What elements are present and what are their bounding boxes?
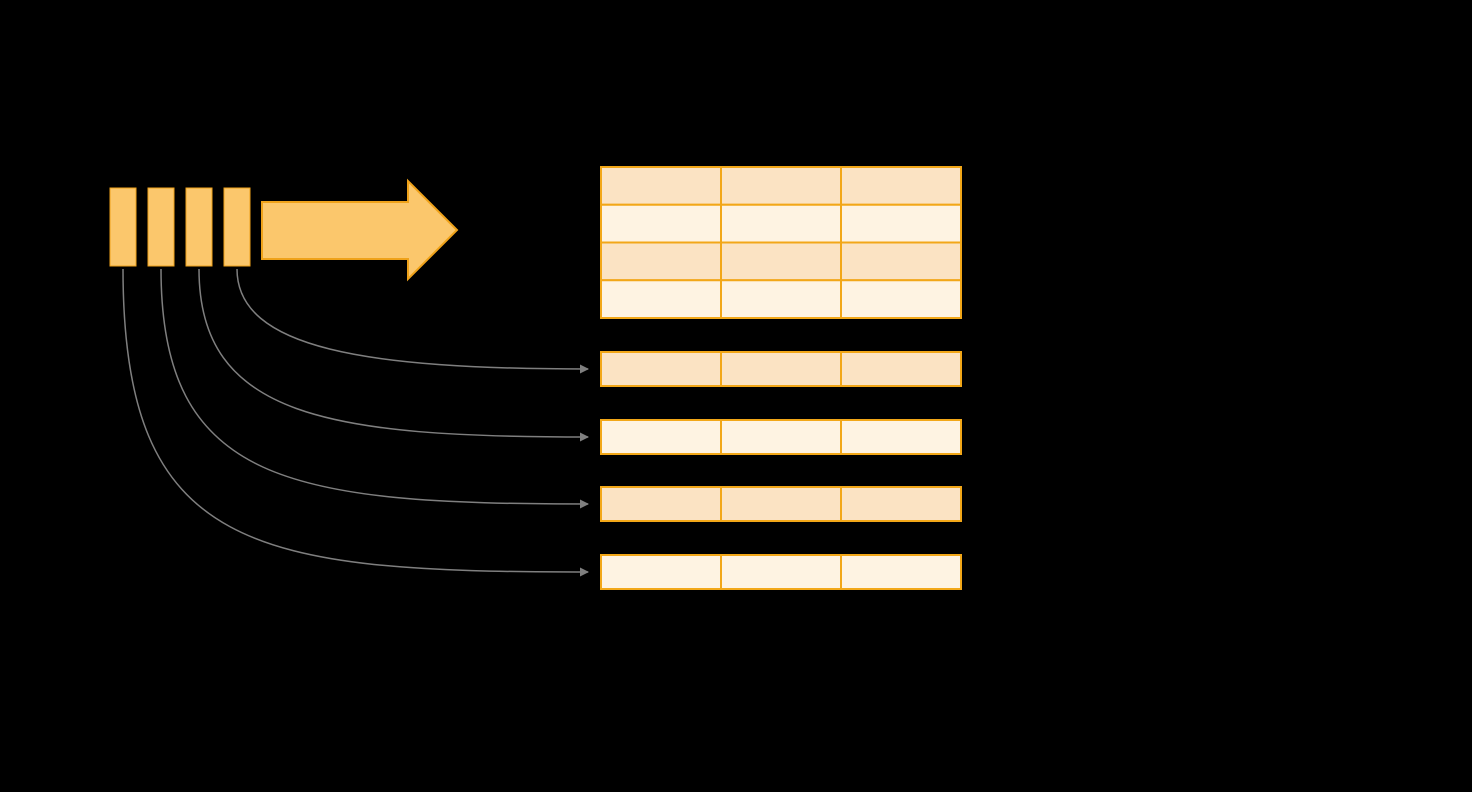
row-table-cell xyxy=(600,554,722,590)
row-table-cell xyxy=(840,419,962,455)
batch-table-cell xyxy=(600,166,722,206)
connector-arrow xyxy=(160,268,589,509)
row-table-cell xyxy=(600,351,722,387)
message-bar xyxy=(223,187,251,267)
row-table xyxy=(600,486,962,522)
message-queue-bars xyxy=(109,187,251,267)
batch-table-cell xyxy=(720,241,842,282)
batch-table-cell xyxy=(720,203,842,244)
batch-table-cell xyxy=(840,166,962,206)
row-table-cell xyxy=(720,486,842,522)
row-table-cell xyxy=(600,419,722,455)
message-bar xyxy=(109,187,137,267)
batch-table-cell xyxy=(600,279,722,319)
batch-table-cell xyxy=(840,241,962,282)
row-tables xyxy=(600,351,962,590)
row-table-cell xyxy=(720,351,842,387)
connector-arrow xyxy=(122,268,589,577)
row-table-cell xyxy=(720,419,842,455)
row-table xyxy=(600,554,962,590)
message-bar xyxy=(185,187,213,267)
flow-arrow xyxy=(261,178,459,282)
batch-table-cell xyxy=(720,279,842,319)
batch-table-cell xyxy=(600,203,722,244)
row-table-cell xyxy=(840,351,962,387)
row-table xyxy=(600,351,962,387)
batch-table-cell xyxy=(840,279,962,319)
connector-arrow xyxy=(236,268,589,374)
row-table-cell xyxy=(720,554,842,590)
row-table-cell xyxy=(840,486,962,522)
batch-table-cell xyxy=(720,166,842,206)
batch-table-cell xyxy=(840,203,962,244)
row-table xyxy=(600,419,962,455)
batch-table xyxy=(600,166,962,319)
connector-arrow xyxy=(198,268,589,442)
message-bar xyxy=(147,187,175,267)
row-table-cell xyxy=(840,554,962,590)
row-table-cell xyxy=(600,486,722,522)
connector-arrows xyxy=(122,268,589,577)
batch-table-cell xyxy=(600,241,722,282)
